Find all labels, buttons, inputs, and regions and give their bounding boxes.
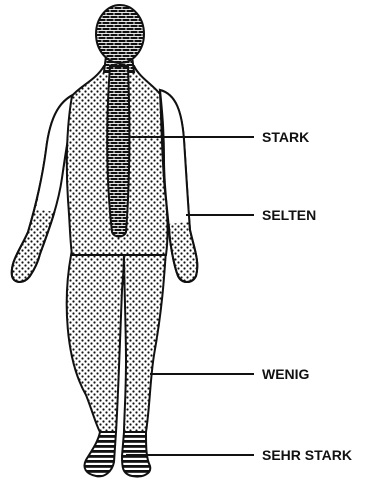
left-leg [67, 250, 124, 432]
right-leg [124, 250, 166, 432]
label-selten: SELTEN [262, 207, 316, 223]
label-wenig: WENIG [262, 366, 310, 382]
label-sehr-stark: SEHR STARK [262, 447, 352, 463]
left-foot [84, 432, 116, 476]
label-stark: STARK [262, 129, 309, 145]
spine [107, 66, 129, 237]
head [96, 5, 144, 63]
